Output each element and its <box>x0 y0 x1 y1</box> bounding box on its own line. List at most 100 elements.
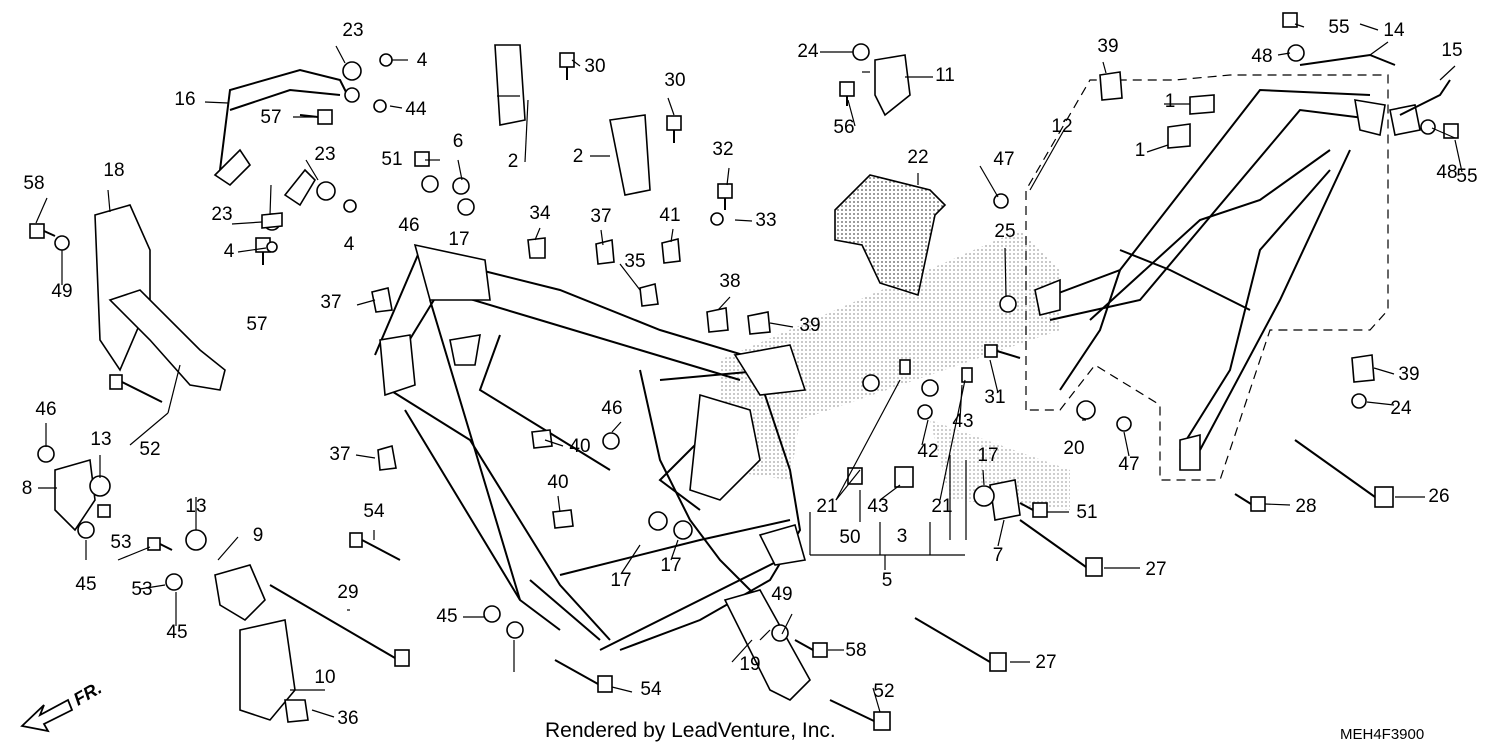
front-direction-arrow-icon <box>20 698 74 733</box>
leader-line <box>117 546 151 561</box>
callout-c40a: 40 <box>569 436 590 457</box>
callout-c17b: 17 <box>610 570 631 591</box>
callout-c38: 38 <box>719 271 740 292</box>
leader-line <box>1029 129 1065 191</box>
callout-c51a: 51 <box>381 149 402 170</box>
leader-line <box>939 379 966 501</box>
callout-c45b: 45 <box>166 622 187 643</box>
callout-c9: 9 <box>253 525 264 546</box>
callout-c36: 36 <box>337 708 358 729</box>
leader-line <box>311 709 335 718</box>
callout-c39a: 39 <box>799 315 820 336</box>
leader-line <box>1439 65 1456 81</box>
leader-line <box>982 469 985 486</box>
leader-line <box>1123 431 1130 457</box>
callout-c15: 15 <box>1441 40 1462 61</box>
callout-c13b: 13 <box>185 496 206 517</box>
leader-line <box>305 159 319 181</box>
callout-c47b: 47 <box>1118 454 1139 475</box>
callout-c57b: 57 <box>246 314 267 335</box>
leader-line <box>355 454 376 459</box>
callout-c37b: 37 <box>320 292 341 313</box>
callout-c1a: 1 <box>1165 91 1176 112</box>
callout-c2a: 2 <box>508 151 519 172</box>
leader-line <box>1102 61 1107 74</box>
callout-c28: 28 <box>1295 496 1316 517</box>
callout-c39b: 39 <box>1097 36 1118 57</box>
callout-c4b: 4 <box>344 234 355 255</box>
callout-c23a: 23 <box>342 20 363 41</box>
callout-c17c: 17 <box>660 555 681 576</box>
front-direction-label: FR. <box>70 678 105 710</box>
leader-line <box>167 364 181 414</box>
callout-c40b: 40 <box>547 472 568 493</box>
leader-line <box>1366 401 1395 406</box>
callout-c23b: 23 <box>314 144 335 165</box>
leader-line <box>457 159 463 181</box>
main-frame <box>374 243 807 651</box>
leader-line <box>557 495 561 513</box>
leader-line <box>1004 247 1007 297</box>
leader-line <box>620 544 641 575</box>
callout-c39c: 39 <box>1398 364 1419 385</box>
callout-c21b: 21 <box>931 496 952 517</box>
callout-c26: 26 <box>1428 486 1449 507</box>
callout-c24a: 24 <box>797 41 819 62</box>
callout-c49a: 49 <box>51 281 72 302</box>
leader-line <box>1373 367 1395 375</box>
leader-line <box>544 439 564 447</box>
callout-c46b: 46 <box>398 215 419 236</box>
leader-line <box>989 359 999 394</box>
left-brackets <box>54 44 1451 721</box>
callout-c22: 22 <box>907 147 928 168</box>
leader-line <box>524 99 529 163</box>
leader-line <box>107 189 111 213</box>
callout-c3: 3 <box>897 526 908 547</box>
leader-line <box>611 421 622 433</box>
leader-line <box>217 536 239 561</box>
callout-c47a: 47 <box>993 149 1014 170</box>
leader-line <box>129 412 169 446</box>
callout-c31: 31 <box>984 387 1005 408</box>
callout-c6: 6 <box>453 131 464 152</box>
leader-line <box>921 419 929 446</box>
leader-line <box>1294 23 1305 28</box>
callout-c34: 34 <box>529 203 551 224</box>
callout-c30b: 30 <box>664 70 685 91</box>
leader-line <box>726 167 730 186</box>
callout-c24b: 24 <box>1390 398 1412 419</box>
callout-c17a: 17 <box>448 229 469 250</box>
callout-c17d: 17 <box>977 445 998 466</box>
callout-c49b: 49 <box>771 584 792 605</box>
callout-c8: 8 <box>22 478 33 499</box>
callout-c32: 32 <box>712 139 733 160</box>
leader-line <box>835 379 901 501</box>
leader-line <box>872 687 881 713</box>
leader-line <box>835 469 861 501</box>
leader-line <box>237 247 267 253</box>
rear-subframe <box>1034 88 1386 471</box>
leader-lines <box>35 23 1463 718</box>
leader-line <box>1146 144 1169 153</box>
leader-line <box>1369 41 1389 56</box>
leader-line <box>670 228 674 243</box>
leader-line <box>734 219 753 222</box>
leader-line <box>1264 503 1291 506</box>
heat-shield <box>834 174 947 297</box>
subframe-outline <box>1025 74 1389 481</box>
callout-c41: 41 <box>659 205 680 226</box>
callout-c48b: 48 <box>1436 162 1457 183</box>
callout-c13a: 13 <box>90 429 111 450</box>
leader-line <box>534 227 541 241</box>
callout-c56: 56 <box>833 117 854 138</box>
callout-c54b: 54 <box>640 679 662 700</box>
callout-c20: 20 <box>1063 438 1084 459</box>
fasteners <box>29 12 1459 731</box>
callout-c43b: 43 <box>867 496 888 517</box>
footer-credit: Rendered by LeadVenture, Inc. <box>545 719 836 742</box>
leader-line <box>769 322 794 328</box>
callout-c43a: 43 <box>952 411 973 432</box>
